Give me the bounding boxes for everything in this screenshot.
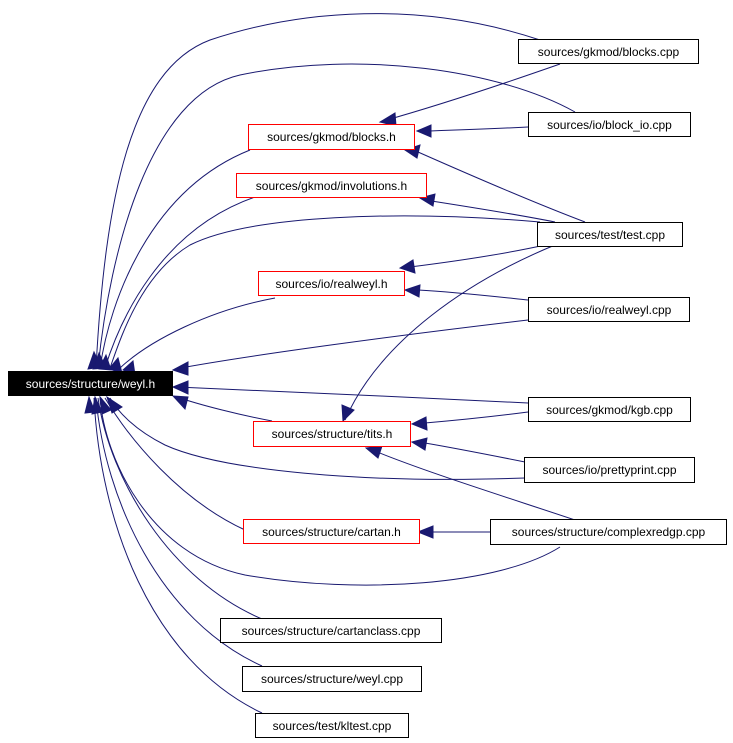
- edge-kgb-cpp-to-tits-h: [424, 411, 529, 424]
- arrowhead: [410, 416, 428, 431]
- edge-weyl-cpp-to-weyl-h: [95, 397, 263, 667]
- node-blocks-h[interactable]: sources/gkmod/blocks.h: [248, 124, 415, 150]
- node-tits-h[interactable]: sources/structure/tits.h: [253, 421, 411, 447]
- node-involutions-h[interactable]: sources/gkmod/involutions.h: [236, 173, 427, 198]
- arrowhead: [398, 259, 416, 274]
- node-weyl-h: sources/structure/weyl.h: [8, 371, 173, 396]
- node-cartan-h[interactable]: sources/structure/cartan.h: [243, 519, 420, 544]
- edge-kltest-cpp-to-weyl-h: [93, 397, 263, 714]
- arrowhead: [84, 395, 96, 414]
- edge-realweyl-h-to-weyl-h: [119, 297, 276, 369]
- edge-block-io-cpp-to-blocks-h: [429, 126, 529, 132]
- edge-blocks-cpp-to-weyl-h: [95, 13, 541, 369]
- edge-kgb-cpp-to-weyl-h: [176, 386, 529, 404]
- edge-cartanclass-cpp-to-weyl-h: [97, 397, 263, 620]
- edge-test-cpp-to-tits-h: [344, 244, 556, 421]
- node-prettyprint-cpp[interactable]: sources/io/prettyprint.cpp: [524, 457, 695, 483]
- node-complexredgp-cpp[interactable]: sources/structure/complexredgp.cpp: [490, 519, 727, 545]
- node-kgb-cpp[interactable]: sources/gkmod/kgb.cpp: [528, 397, 691, 422]
- node-block-io-cpp[interactable]: sources/io/block_io.cpp: [528, 112, 691, 137]
- edge-test-cpp-to-weyl-h: [109, 215, 541, 369]
- arrowhead: [98, 353, 112, 371]
- arrowhead: [403, 284, 421, 298]
- edge-prettyprint-cpp-to-weyl-h: [109, 397, 526, 480]
- arrowhead: [171, 361, 189, 376]
- dependency-edges: [84, 13, 586, 714]
- edge-cartan-h-to-weyl-h: [104, 397, 246, 531]
- edge-test-cpp-to-realweyl-h: [409, 244, 546, 268]
- edge-test-cpp-to-involutions-h: [424, 199, 556, 223]
- edge-involutions-h-to-weyl-h: [104, 196, 256, 369]
- node-realweyl-cpp[interactable]: sources/io/realweyl.cpp: [528, 297, 690, 322]
- arrowhead: [410, 437, 428, 451]
- arrowhead: [171, 380, 189, 395]
- arrowhead: [415, 124, 432, 138]
- edge-tits-h-to-weyl-h: [176, 396, 273, 422]
- edge-blocks-h-to-weyl-h: [99, 149, 251, 369]
- arrowhead: [341, 404, 355, 423]
- arrowhead: [364, 445, 383, 459]
- node-realweyl-h[interactable]: sources/io/realweyl.h: [258, 271, 405, 296]
- node-weyl-cpp[interactable]: sources/structure/weyl.cpp: [242, 666, 422, 692]
- arrowhead: [171, 395, 189, 411]
- edge-prettyprint-cpp-to-tits-h: [424, 442, 526, 463]
- edge-block-io-cpp-to-weyl-h: [97, 63, 576, 369]
- edge-realweyl-cpp-to-realweyl-h: [417, 289, 529, 301]
- arrowhead: [416, 525, 434, 539]
- node-test-cpp[interactable]: sources/test/test.cpp: [537, 222, 683, 247]
- node-kltest-cpp[interactable]: sources/test/kltest.cpp: [255, 713, 409, 738]
- node-blocks-cpp[interactable]: sources/gkmod/blocks.cpp: [518, 39, 699, 64]
- node-cartanclass-cpp[interactable]: sources/structure/cartanclass.cpp: [220, 618, 442, 643]
- edge-complexredgp-cpp-to-weyl-h: [99, 397, 561, 586]
- edge-realweyl-cpp-to-weyl-h: [174, 319, 529, 370]
- edge-blocks-cpp-to-blocks-h: [382, 63, 561, 122]
- edge-test-cpp-to-blocks-h: [417, 151, 586, 223]
- edge-complexredgp-cpp-to-tits-h: [369, 448, 576, 521]
- arrowhead: [99, 395, 112, 415]
